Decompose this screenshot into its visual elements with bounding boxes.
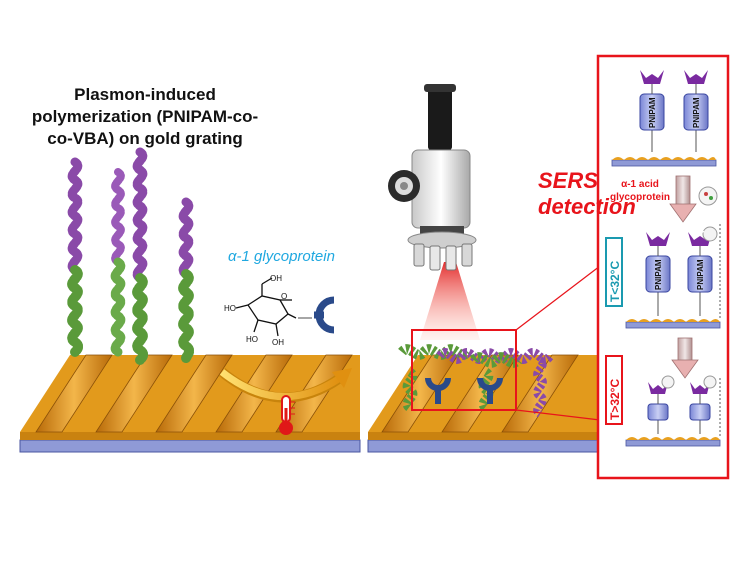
left-gold-grating	[19, 354, 361, 453]
panel-top-brush-left	[639, 70, 665, 152]
panel-bottom-brush-right	[689, 375, 717, 434]
title-line-2: polymerization (PNIPAM-co-	[31, 107, 259, 126]
microscope-icon	[388, 84, 480, 340]
vba-label-mid-left: VBA	[657, 219, 664, 234]
panel-top-brush-right	[683, 70, 709, 152]
svg-text:O: O	[281, 292, 287, 301]
svg-text:HO: HO	[224, 304, 236, 313]
down-arrow-icon	[669, 175, 697, 223]
vba-label-top-right: VBA	[695, 57, 702, 72]
pnipam-label-mid-right: PNIPAM	[696, 259, 705, 290]
thermometer-icon	[279, 395, 295, 435]
glycoprotein-label: α-1 glycoprotein	[228, 248, 335, 265]
panel-mid-brush-right	[687, 226, 718, 316]
svg-text:HO: HO	[246, 335, 258, 344]
high-temp-box	[605, 355, 623, 425]
curved-arrow-icon	[218, 368, 352, 403]
sers-line-1: SERS	[538, 168, 598, 193]
zoom-line-bottom	[515, 409, 601, 421]
svg-text:OH: OH	[272, 338, 284, 347]
pnipam-label-top-left: PNIPAM	[648, 97, 657, 128]
svg-text:OH: OH	[270, 274, 282, 283]
panel-bottom-brush-left	[647, 375, 675, 434]
low-temp-box	[605, 237, 623, 307]
antibody-icon	[314, 296, 335, 334]
figure-title: Plasmon-induced polymerization (PNIPAM-c…	[30, 84, 260, 150]
low-temp-label: T<32°C	[608, 261, 622, 302]
panel-mid-brush-left	[645, 232, 671, 316]
sers-line-2: detection	[538, 194, 636, 219]
down-arrow-icon-2	[671, 337, 699, 379]
panel-bottom-substrate	[625, 437, 721, 447]
vba-label-top-left: VBA	[651, 57, 658, 72]
panel-top-substrate	[611, 157, 717, 167]
pnipam-label-mid-left: PNIPAM	[654, 259, 663, 290]
title-line-3: co-VBA) on gold grating	[47, 129, 243, 148]
glycoprotein-icon	[698, 186, 718, 206]
polymer-brushes-left	[67, 147, 195, 365]
title-line-1: Plasmon-induced	[74, 85, 216, 104]
bound-antibodies	[425, 377, 503, 404]
zoom-line-top	[515, 265, 601, 331]
pnipam-label-top-right: PNIPAM	[692, 97, 701, 128]
vba-label-mid-right: VBA	[699, 219, 706, 234]
panel-mid-substrate	[625, 319, 721, 329]
glucose-structure-icon: OH HO HO OH O	[224, 274, 297, 347]
sers-detection-label: SERS detection	[538, 168, 636, 220]
binding-label-line2: glycoprotein	[610, 192, 670, 203]
high-temp-label: T>32°C	[608, 379, 622, 420]
zoom-box	[411, 329, 517, 411]
binding-label-line1: α-1 acid	[621, 179, 659, 190]
